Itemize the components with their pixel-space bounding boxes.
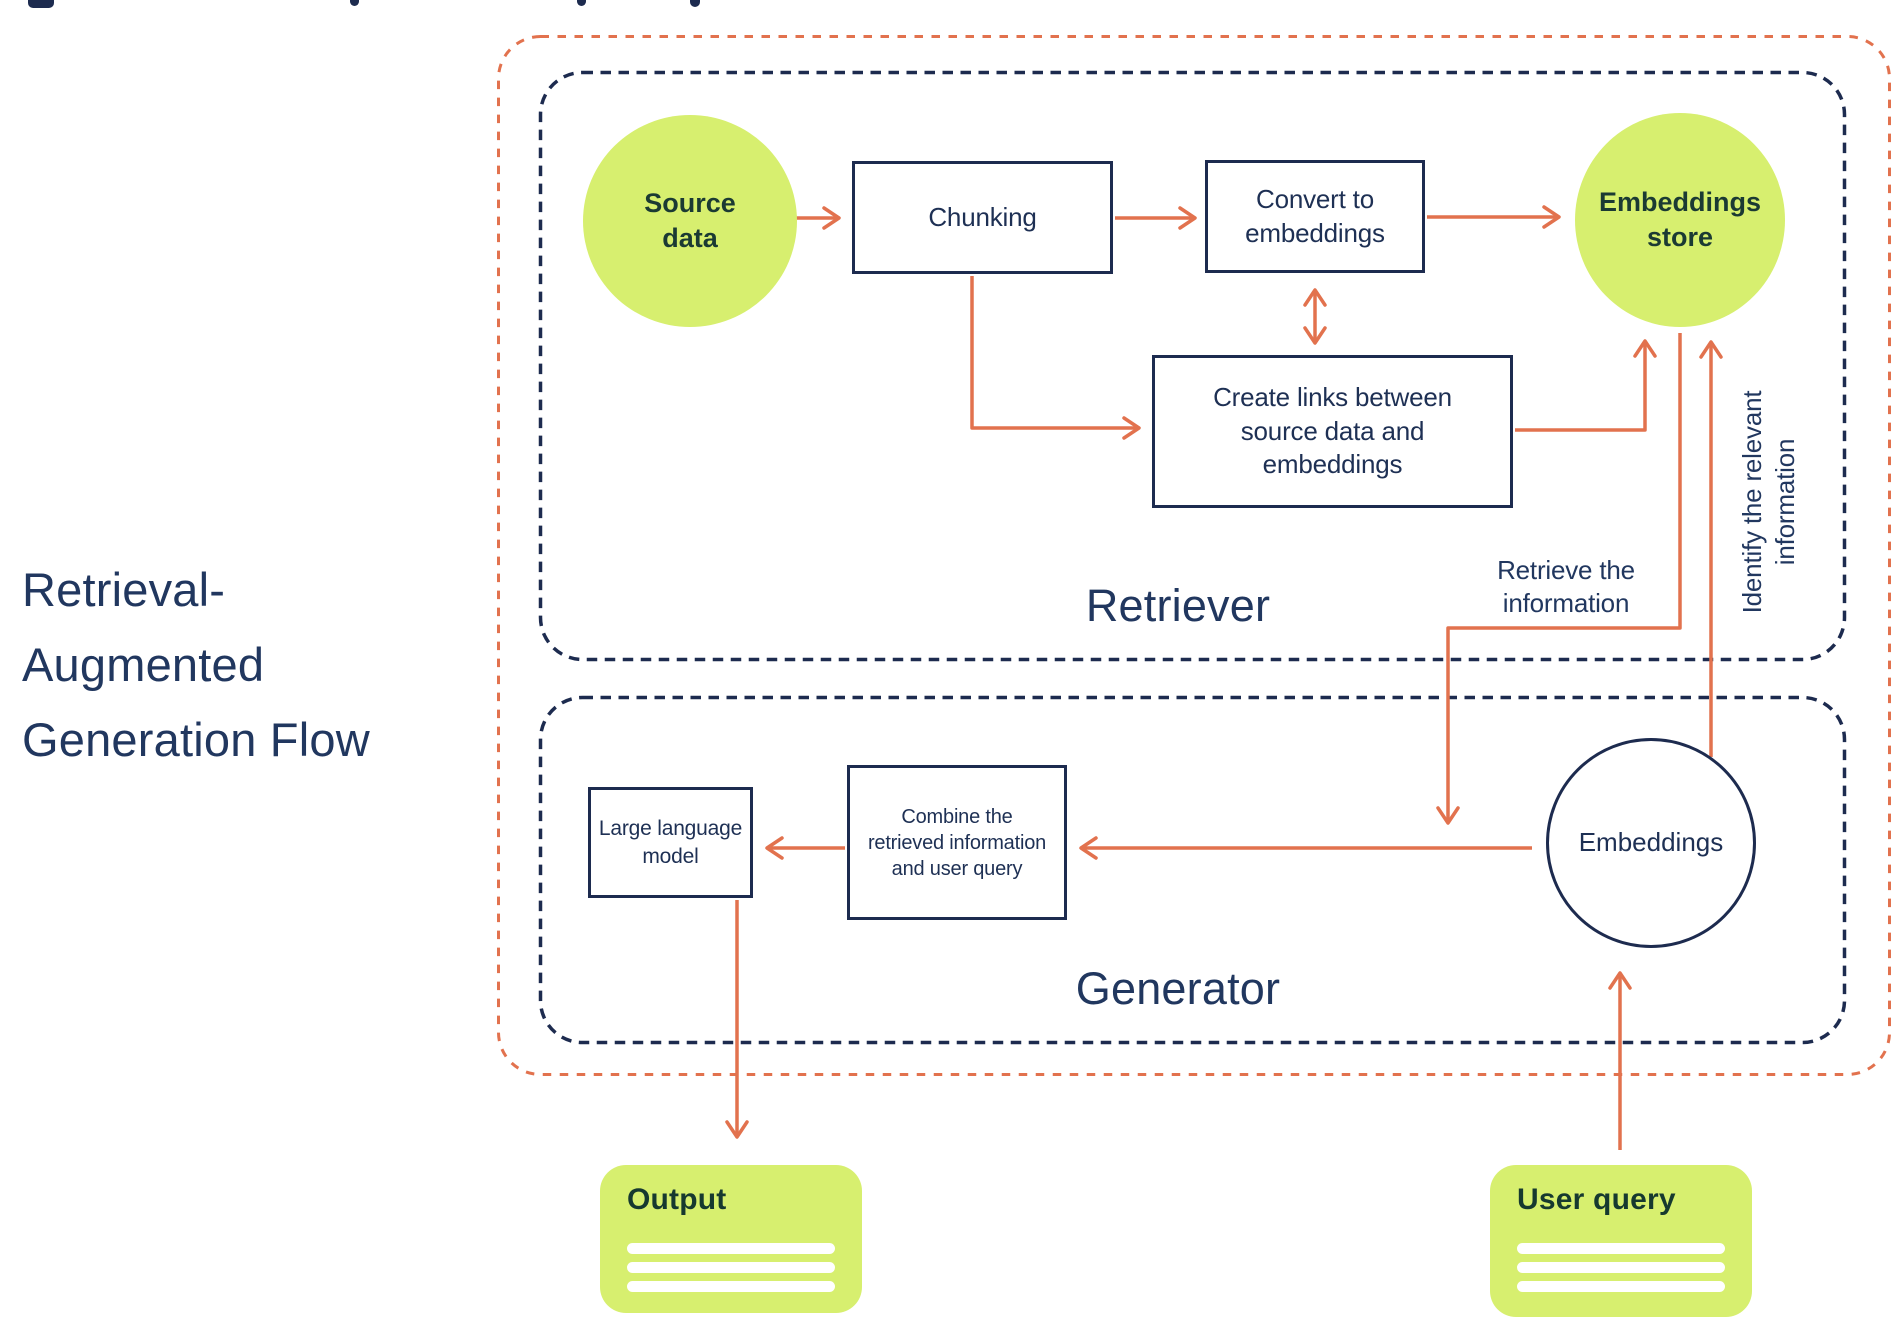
output-card: Output bbox=[600, 1165, 862, 1313]
text-line-bar bbox=[1517, 1262, 1725, 1273]
user-query-card: User query bbox=[1490, 1165, 1752, 1317]
generator-dashed-border bbox=[538, 695, 1847, 1045]
arrow-create-links-to-embeddings-store bbox=[1515, 339, 1657, 432]
text-line-bar bbox=[627, 1243, 835, 1254]
diagram-title: Retrieval- Augmented Generation Flow bbox=[22, 563, 370, 766]
node-large-language-model: Large language model bbox=[588, 787, 753, 898]
text-line-bar bbox=[627, 1262, 835, 1273]
identify-relevant-information-label: Identify the relevant information bbox=[1737, 390, 1801, 614]
user-query-card-title: User query bbox=[1517, 1183, 1676, 1216]
node-chunking: Chunking bbox=[852, 161, 1113, 274]
cropped-text-fragment bbox=[350, 0, 359, 6]
text-line-bar bbox=[627, 1281, 835, 1292]
node-embeddings: Embeddings bbox=[1546, 738, 1756, 948]
output-text-lines bbox=[627, 1243, 835, 1292]
arrow-retrieve-information bbox=[1436, 333, 1682, 825]
text-line-bar bbox=[1517, 1243, 1725, 1254]
arrow-chunking-to-create-links bbox=[970, 276, 1141, 440]
retrieve-information-label: Retrieve the information bbox=[1497, 555, 1635, 619]
text-line-bar bbox=[1517, 1281, 1725, 1292]
cropped-text-fragment bbox=[28, 0, 54, 8]
node-combine: Combine the retrieved information and us… bbox=[847, 765, 1067, 920]
node-source-data: Source data bbox=[583, 115, 797, 327]
node-convert-to-embeddings: Convert to embeddings bbox=[1205, 160, 1425, 273]
generator-section-label: Generator bbox=[1075, 963, 1281, 1014]
cropped-text-fragment bbox=[577, 0, 586, 6]
cropped-text-fragment bbox=[690, 0, 700, 7]
outer-flow-dashed-border bbox=[497, 35, 1891, 1076]
retriever-section-label: Retriever bbox=[1085, 580, 1271, 631]
output-card-title: Output bbox=[627, 1183, 727, 1216]
user-query-text-lines bbox=[1517, 1243, 1725, 1292]
node-embeddings-store: Embeddings store bbox=[1575, 113, 1785, 327]
retriever-dashed-border bbox=[538, 70, 1847, 662]
node-create-links: Create links between source data and emb… bbox=[1152, 355, 1513, 508]
